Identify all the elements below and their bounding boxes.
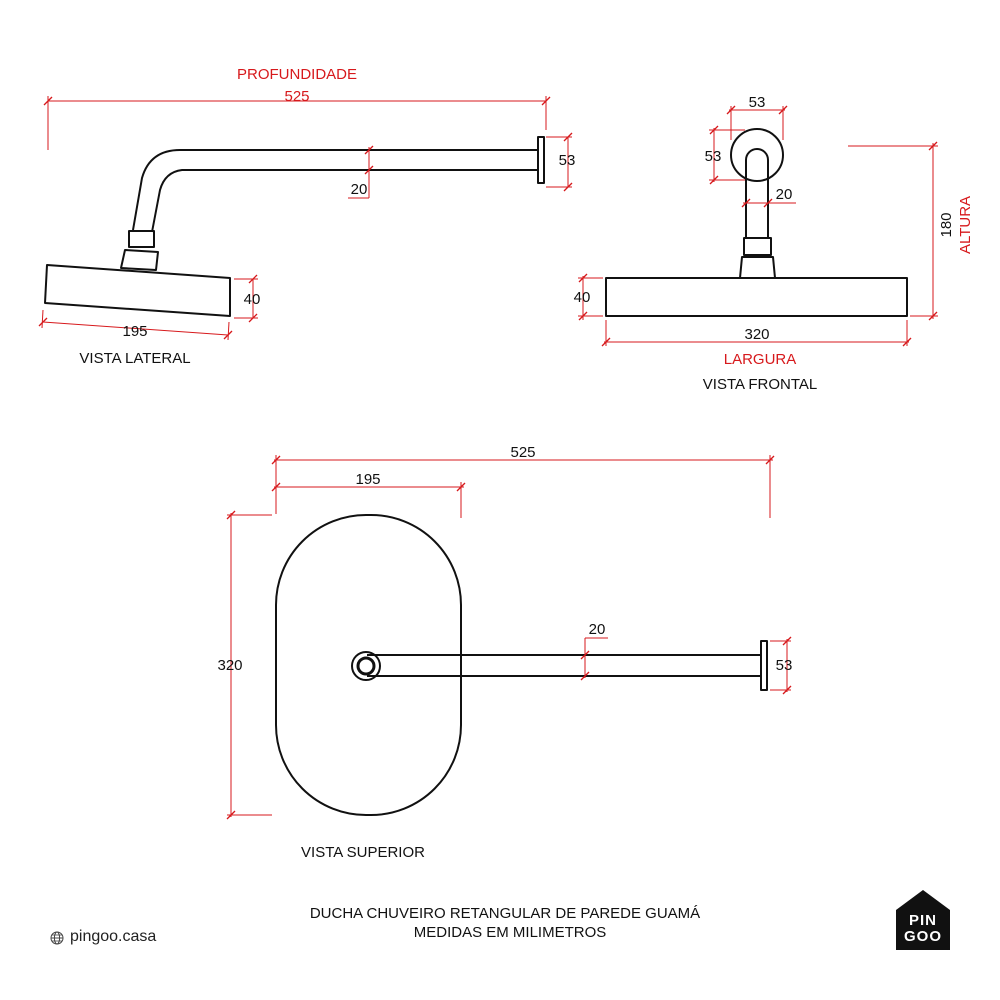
top-pipe-elbow-inner <box>356 656 376 676</box>
front-pipe-value: 20 <box>776 186 793 203</box>
logo-text-line2: GOO <box>903 928 942 945</box>
front-height-value: 180 <box>938 212 955 237</box>
side-thickness-dimension <box>234 274 258 323</box>
front-view: 53 53 20 180 ALTURA <box>574 94 974 393</box>
front-pipe <box>745 148 769 238</box>
front-pipe-dimension <box>741 198 796 208</box>
side-flange-dimension <box>546 132 573 192</box>
front-height-label: ALTURA <box>957 196 974 254</box>
side-thickness-value: 40 <box>244 291 261 308</box>
front-thickness-value: 40 <box>574 289 591 306</box>
side-view: PROFUNDIDADE 525 20 53 40 <box>38 66 576 367</box>
top-view: 525 195 320 20 <box>217 444 792 861</box>
top-total-value: 525 <box>510 444 535 461</box>
front-connector <box>739 256 776 279</box>
front-width-dimension <box>601 320 912 347</box>
brand-url: pingoo.casa <box>70 928 157 945</box>
top-pipe-value: 20 <box>589 621 606 638</box>
front-flange-width-value: 53 <box>749 94 766 111</box>
side-nut <box>128 230 155 248</box>
top-flange <box>760 640 768 691</box>
side-depth-dimension <box>43 96 551 150</box>
front-flange-width-dimension <box>726 105 788 140</box>
side-head <box>44 264 231 317</box>
side-view-shower <box>44 136 545 317</box>
front-nut <box>743 237 772 256</box>
pingoo-logo: PIN GOO <box>896 890 950 950</box>
side-connector <box>120 249 159 271</box>
globe-icon <box>50 931 64 945</box>
top-view-caption: VISTA SUPERIOR <box>301 844 425 861</box>
top-width-dimension <box>226 510 272 820</box>
side-pipe-value: 20 <box>351 181 368 198</box>
side-length-dimension <box>38 309 233 341</box>
front-view-shower <box>605 128 908 317</box>
front-view-caption: VISTA FRONTAL <box>703 376 817 393</box>
front-height-dimension <box>848 141 938 321</box>
top-head-depth-dimension <box>271 482 466 518</box>
top-flange-value: 53 <box>776 657 793 674</box>
side-depth-label: PROFUNDIDADE <box>237 66 357 83</box>
front-width-label: LARGURA <box>724 351 797 368</box>
front-flange <box>730 128 784 182</box>
logo-house-shape <box>896 890 950 950</box>
side-depth-value: 525 <box>284 88 309 105</box>
top-total-dimension <box>271 455 775 518</box>
side-flange <box>537 136 545 184</box>
front-head <box>605 277 908 317</box>
side-arm-pipe <box>132 149 539 233</box>
top-flange-dimension <box>770 636 792 695</box>
side-view-caption: VISTA LATERAL <box>79 350 190 367</box>
top-pipe-elbow-outer <box>351 651 381 681</box>
top-view-shower <box>275 514 768 816</box>
front-flange-height-value: 53 <box>705 148 722 165</box>
footer-title-line1: DUCHA CHUVEIRO RETANGULAR DE PAREDE GUAM… <box>310 905 700 922</box>
front-flange-height-dimension <box>709 125 745 185</box>
top-pipe-dimension <box>580 637 608 681</box>
side-pipe-dimension <box>348 145 374 199</box>
front-width-value: 320 <box>744 326 769 343</box>
top-width-value: 320 <box>217 657 242 674</box>
top-head-depth-value: 195 <box>355 471 380 488</box>
top-head <box>275 514 462 816</box>
logo-text-line1: PIN <box>908 912 937 929</box>
side-length-value: 195 <box>122 323 147 340</box>
front-thickness-dimension <box>578 273 603 321</box>
footer-title-line2: MEDIDAS EM MILIMETROS <box>414 924 607 941</box>
side-flange-value: 53 <box>559 152 576 169</box>
